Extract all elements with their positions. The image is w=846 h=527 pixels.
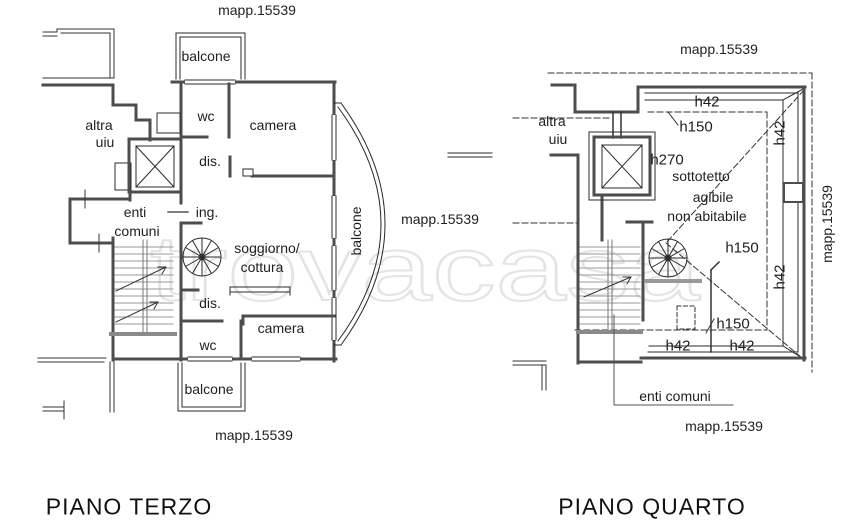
terzo-wall-notch <box>242 168 254 177</box>
terzo-floorplan <box>37 28 386 420</box>
terzo-balcone-right-label: balcone <box>348 206 364 256</box>
quarto-mapp-right-label: mapp.15539 <box>819 185 835 263</box>
quarto-sottotetto-label-1: sottotetto <box>672 168 730 184</box>
quarto-h42-bottom-left-label: h42 <box>665 337 691 355</box>
quarto-h42-right-top-label: h42 <box>771 120 789 146</box>
quarto-mapp-bottom-label: mapp.15539 <box>685 418 763 434</box>
quarto-h150-mid-label: h150 <box>725 239 759 257</box>
terzo-spiral-stair <box>182 237 222 277</box>
terzo-balcony-curved <box>333 102 386 346</box>
terzo-title: PIANO TERZO <box>45 493 213 520</box>
terzo-wc-top-label: wc <box>197 108 215 124</box>
quarto-elevator <box>588 131 656 201</box>
terzo-mapp-top-label: mapp.15539 <box>218 2 296 18</box>
terzo-camera-bottom-label: camera <box>257 320 305 336</box>
terzo-altra-uiu-label-2: uiu <box>95 134 115 150</box>
terzo-soggiorno-label-1: soggiorno/ <box>234 240 300 256</box>
quarto-stairs <box>576 239 643 334</box>
terzo-balcony-top <box>175 32 246 80</box>
terzo-dis-bottom-label: dis. <box>199 295 221 311</box>
quarto-outer-walls <box>550 83 807 362</box>
terzo-duct-shaft <box>156 112 181 134</box>
quarto-dashed-lines <box>512 72 813 373</box>
quarto-title: PIANO QUARTO <box>558 493 746 520</box>
terzo-balcone-top-label: balcone <box>181 48 231 64</box>
terzo-dis-top-label: dis. <box>199 153 221 169</box>
terzo-stairs <box>109 239 177 336</box>
quarto-sottotetto-label-2: agibile <box>692 189 734 205</box>
terzo-soggiorno-label-2: cottura <box>240 259 284 275</box>
watermark: trovacasa <box>149 217 702 321</box>
terzo-mapp-right-label: mapp.15539 <box>401 211 479 227</box>
terzo-section-ticks <box>84 189 100 253</box>
quarto-h42-bottom-right-label: h42 <box>729 337 755 355</box>
quarto-altra-uiu-label-1: altra <box>538 113 566 129</box>
quarto-spiral-stair <box>644 238 702 283</box>
quarto-enti-comuni-label: enti comuni <box>639 388 711 404</box>
watermark-text: trovacasa <box>150 218 701 320</box>
terzo-step-wall <box>41 83 152 142</box>
terzo-balcony-bottom <box>177 362 246 412</box>
terzo-partial-walls-bottom <box>37 357 115 420</box>
quarto-sottotetto-label-3: non abitabile <box>667 208 747 224</box>
quarto-dashed-box <box>676 305 696 330</box>
quarto-chimney <box>783 182 804 203</box>
quarto-enti-leader <box>613 314 734 406</box>
terzo-elevator <box>127 137 183 194</box>
terzo-counter <box>229 286 291 296</box>
terzo-altra-uiu-label-1: altra <box>85 117 113 133</box>
terzo-mapp-bottom-label: mapp.15539 <box>215 427 293 443</box>
terzo-windows <box>184 78 338 363</box>
terzo-ing-label: ing. <box>195 204 219 220</box>
quarto-floorplan <box>447 72 813 406</box>
quarto-h150-bottom-label: h150 <box>716 315 750 333</box>
quarto-h42-right-mid-label: h42 <box>771 264 789 290</box>
terzo-wc-bottom-label: wc <box>199 337 217 353</box>
quarto-left-walls <box>512 111 654 391</box>
quarto-h270-label: h270 <box>650 151 684 169</box>
terzo-balcone-bottom-label: balcone <box>184 381 234 397</box>
terzo-camera-top-label: camera <box>249 117 297 133</box>
quarto-divider-wall <box>709 260 721 353</box>
terzo-partial-walls-top <box>42 28 115 79</box>
quarto-h42-top-label: h42 <box>694 93 720 111</box>
terzo-interior-walls <box>68 82 336 362</box>
quarto-mapp-top-label: mapp.15539 <box>680 41 758 57</box>
terzo-enti-comuni-label-2: comuni <box>114 223 160 239</box>
quarto-h150-top-label: h150 <box>679 118 713 136</box>
terzo-enti-comuni-label-1: enti <box>123 204 147 220</box>
quarto-altra-uiu-label-2: uiu <box>548 131 568 147</box>
terzo-small-shaft <box>114 162 132 191</box>
